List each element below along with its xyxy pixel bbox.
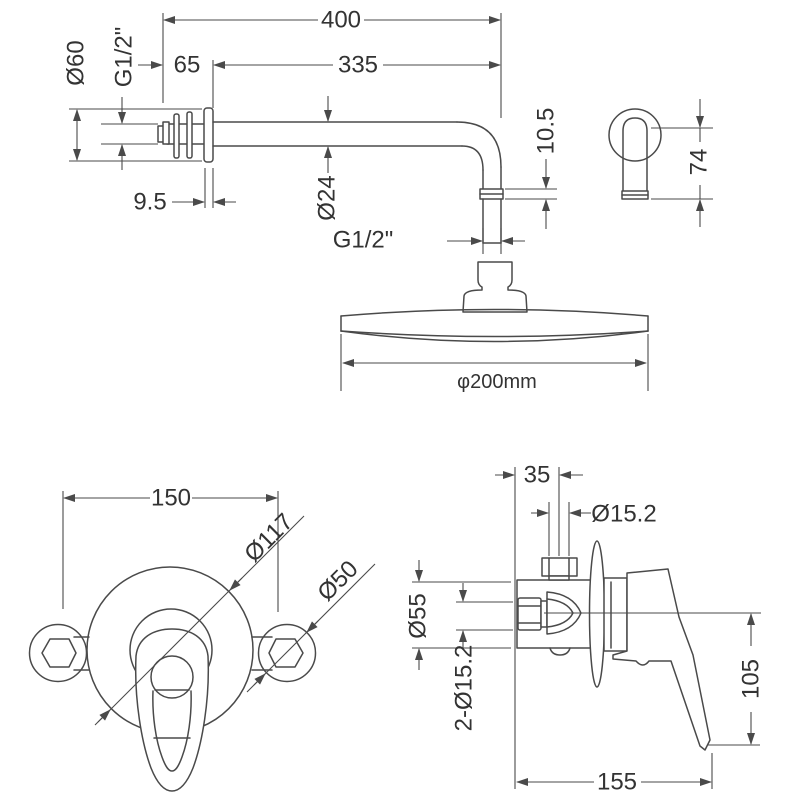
- dim-wall-offset: 65: [174, 52, 201, 79]
- dim-head-diameter: φ200mm: [457, 371, 537, 393]
- dim-flange-thickness: 9.5: [133, 189, 166, 216]
- shower-head-view: φ200mm: [340, 261, 649, 393]
- lock-washer: [173, 113, 180, 159]
- mixer-front-view: 150 Ø117 Ø50: [28, 485, 376, 792]
- cartridge-housing: [603, 577, 628, 652]
- wall-flange: [203, 107, 214, 163]
- arm-elbow-outer: [456, 121, 502, 168]
- dim-body-diameter: Ø117: [239, 508, 298, 567]
- dim-collar-height: 10.5: [533, 108, 560, 155]
- head-disc-top: [340, 308, 649, 317]
- flange-side-circle: [608, 108, 662, 162]
- arm-side-tube: [622, 117, 648, 192]
- lock-washer: [186, 111, 193, 159]
- dim-arm-total-length: 400: [321, 7, 361, 34]
- dim-wall-thread: G1/2": [111, 27, 138, 88]
- dim-outlet-diameter: Ø15.2: [591, 501, 656, 528]
- mixer-side-view: 35 Ø15.2 Ø55 2-Ø15.2 105 155: [405, 462, 765, 796]
- head-disc-rim: [340, 330, 649, 338]
- inlet-hex-union: [517, 597, 542, 631]
- dim-flange-diameter-50: Ø50: [312, 555, 363, 606]
- shower-arm-side-view: 74: [608, 99, 713, 227]
- head-connector: [462, 261, 528, 313]
- head-disc-bottom: [340, 330, 649, 343]
- dim-body-height: Ø55: [405, 593, 432, 638]
- mixer-lever-handle: [134, 628, 210, 792]
- right-union-flange: [257, 623, 317, 683]
- dim-inlet-diameters: 2-Ø15.2: [451, 645, 478, 732]
- mixer-side-lever: [612, 568, 711, 751]
- dim-depth-total: 155: [597, 769, 637, 796]
- dim-centre-distance: 150: [151, 485, 191, 512]
- left-hex-union: [41, 638, 77, 668]
- wall-escutcheon-plate: [588, 540, 606, 688]
- arm-elbow-inner: [461, 145, 484, 171]
- dim-outlet-offset: 35: [524, 462, 551, 489]
- lever-knob-circle: [150, 655, 194, 699]
- dim-outlet-thread: G1/2": [333, 227, 394, 254]
- dim-arm-reach: 335: [338, 52, 378, 79]
- dim-side-drop: 74: [686, 149, 713, 176]
- dim-handle-drop: 105: [738, 659, 765, 699]
- shower-arm-front-view: 400 65 335 G1/2" Ø60 9.5 Ø24 10.: [63, 7, 560, 254]
- dim-tube-diameter: Ø24: [314, 175, 341, 220]
- bottom-inlet-bump: [549, 647, 571, 656]
- top-outlet-nut: [541, 557, 578, 577]
- dim-flange-diameter: Ø60: [63, 40, 90, 85]
